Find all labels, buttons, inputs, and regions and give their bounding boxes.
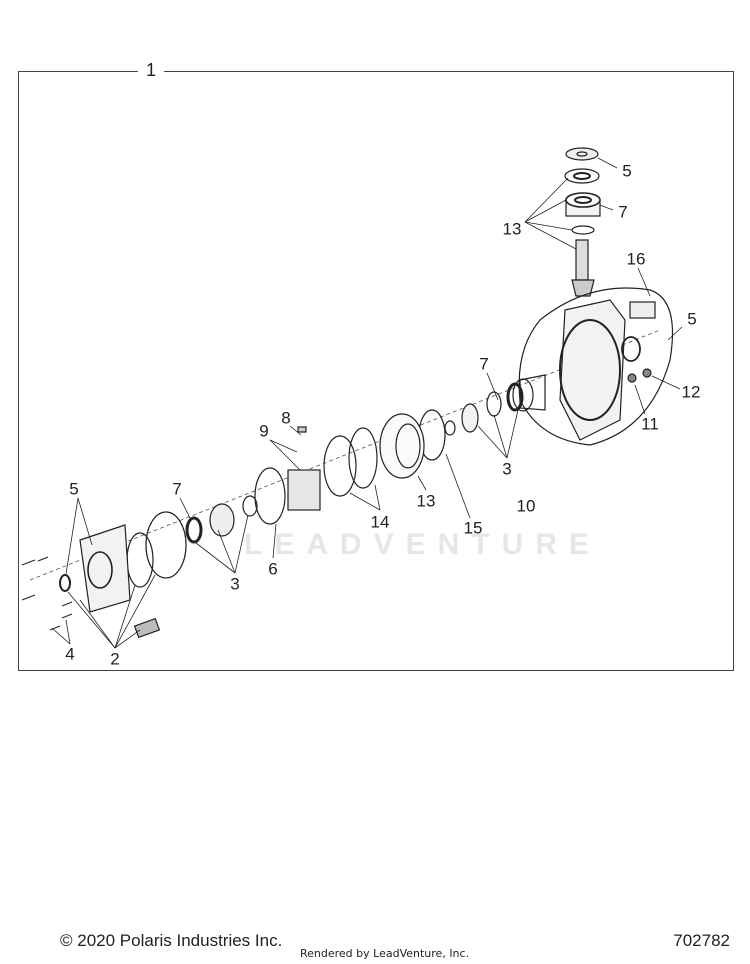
watermark: LEADVENTURE bbox=[244, 528, 602, 561]
callout-13-top[interactable]: 13 bbox=[502, 219, 522, 239]
assembly-frame bbox=[18, 71, 734, 671]
differential-parts bbox=[59, 382, 524, 639]
leader-lines bbox=[51, 157, 683, 649]
callout-13-mid[interactable]: 13 bbox=[416, 491, 436, 511]
callout-6[interactable]: 6 bbox=[268, 559, 278, 579]
callout-8[interactable]: 8 bbox=[281, 408, 291, 428]
callout-10[interactable]: 10 bbox=[516, 496, 536, 516]
callout-5-right[interactable]: 5 bbox=[687, 309, 697, 329]
callout-4[interactable]: 4 bbox=[65, 644, 75, 664]
rendered-by-text: Rendered by LeadVenture, Inc. bbox=[300, 947, 470, 960]
callout-11[interactable]: 11 bbox=[641, 414, 659, 434]
callout-12[interactable]: 12 bbox=[681, 382, 701, 402]
callout-7-left[interactable]: 7 bbox=[172, 479, 182, 499]
callout-5-left[interactable]: 5 bbox=[69, 479, 79, 499]
assembly-callout-1[interactable]: 1 bbox=[138, 60, 165, 81]
pinion-stack bbox=[564, 147, 601, 297]
callout-15[interactable]: 15 bbox=[463, 518, 483, 538]
callout-9[interactable]: 9 bbox=[259, 421, 269, 441]
main-housing bbox=[512, 287, 674, 446]
callout-3-left[interactable]: 3 bbox=[230, 574, 240, 594]
diagram-number: 702782 bbox=[673, 931, 730, 950]
callout-7-top[interactable]: 7 bbox=[618, 202, 628, 222]
bolts bbox=[21, 556, 73, 631]
callout-2[interactable]: 2 bbox=[110, 649, 120, 669]
callout-3-mid[interactable]: 3 bbox=[502, 459, 512, 479]
copyright-text: © 2020 Polaris Industries Inc. bbox=[60, 931, 283, 950]
callout-14[interactable]: 14 bbox=[370, 512, 390, 532]
callout-16[interactable]: 16 bbox=[626, 249, 646, 269]
callout-7-mid[interactable]: 7 bbox=[479, 354, 489, 374]
callout-5-top[interactable]: 5 bbox=[622, 161, 632, 181]
